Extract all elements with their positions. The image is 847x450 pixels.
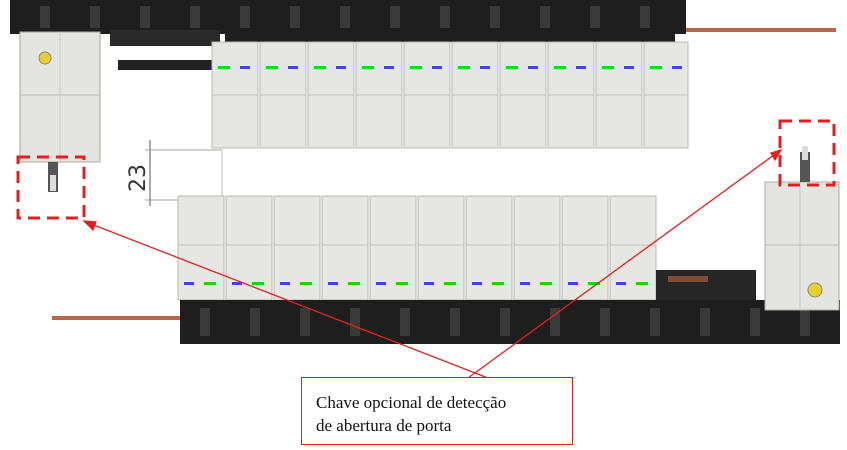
right-switch-indicator bbox=[778, 119, 836, 187]
right-door-switch bbox=[764, 146, 840, 311]
module bbox=[643, 41, 689, 149]
module bbox=[273, 195, 321, 301]
module bbox=[417, 195, 465, 301]
module bbox=[259, 41, 307, 149]
module bbox=[609, 195, 657, 301]
bottom-rail bbox=[52, 270, 840, 344]
left-switch-indicator bbox=[16, 155, 86, 220]
module bbox=[177, 195, 225, 301]
leader-lines bbox=[82, 148, 783, 379]
dimension-label: 23 bbox=[126, 164, 151, 192]
module bbox=[321, 195, 369, 301]
module bbox=[369, 195, 417, 301]
top-module-row bbox=[211, 41, 689, 149]
bottom-module-row bbox=[177, 195, 657, 301]
callout-line-2: de abertura de porta bbox=[316, 416, 452, 435]
module bbox=[595, 41, 643, 149]
module bbox=[403, 41, 451, 149]
module bbox=[499, 41, 547, 149]
module bbox=[211, 41, 259, 149]
callout-line-1: Chave opcional de detecção bbox=[316, 393, 507, 412]
left-door-switch bbox=[19, 31, 101, 192]
module bbox=[225, 195, 273, 301]
module bbox=[513, 195, 561, 301]
top-rail bbox=[10, 0, 836, 70]
callout-box: Chave opcional de detecção de abertura d… bbox=[301, 377, 573, 445]
module bbox=[465, 195, 513, 301]
module bbox=[307, 41, 355, 149]
module bbox=[547, 41, 595, 149]
module bbox=[355, 41, 403, 149]
module bbox=[451, 41, 499, 149]
module bbox=[561, 195, 609, 301]
